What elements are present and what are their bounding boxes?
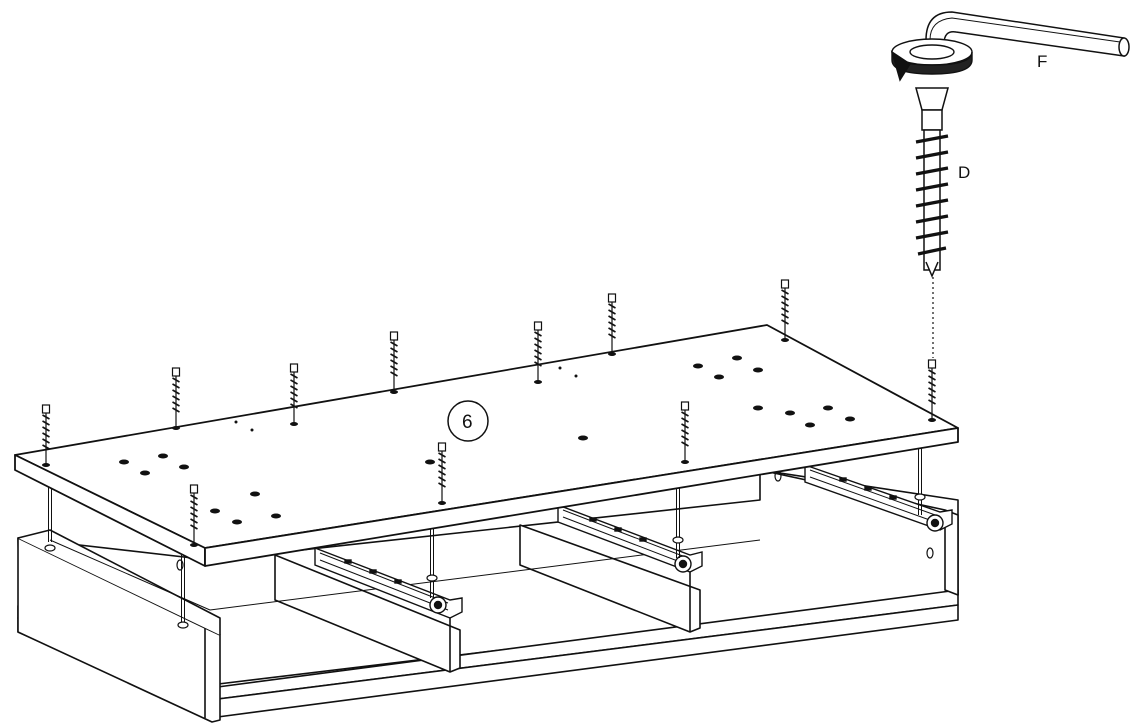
drawer-runners	[176, 464, 953, 619]
part-label-f: F	[1037, 52, 1047, 71]
top-panel	[14, 324, 959, 567]
part-label-d: D	[958, 163, 970, 182]
step-number: 6	[462, 412, 473, 433]
screw-d-detail	[915, 87, 949, 278]
runner-left	[314, 546, 463, 619]
rotation-arrow	[890, 38, 973, 82]
cabinet-frame	[17, 469, 959, 723]
runner-right	[804, 464, 953, 532]
step-marker: 6	[447, 400, 489, 442]
runner-center	[557, 503, 703, 573]
panel-drill-holes	[119, 355, 855, 525]
connector-rods	[44, 444, 926, 629]
